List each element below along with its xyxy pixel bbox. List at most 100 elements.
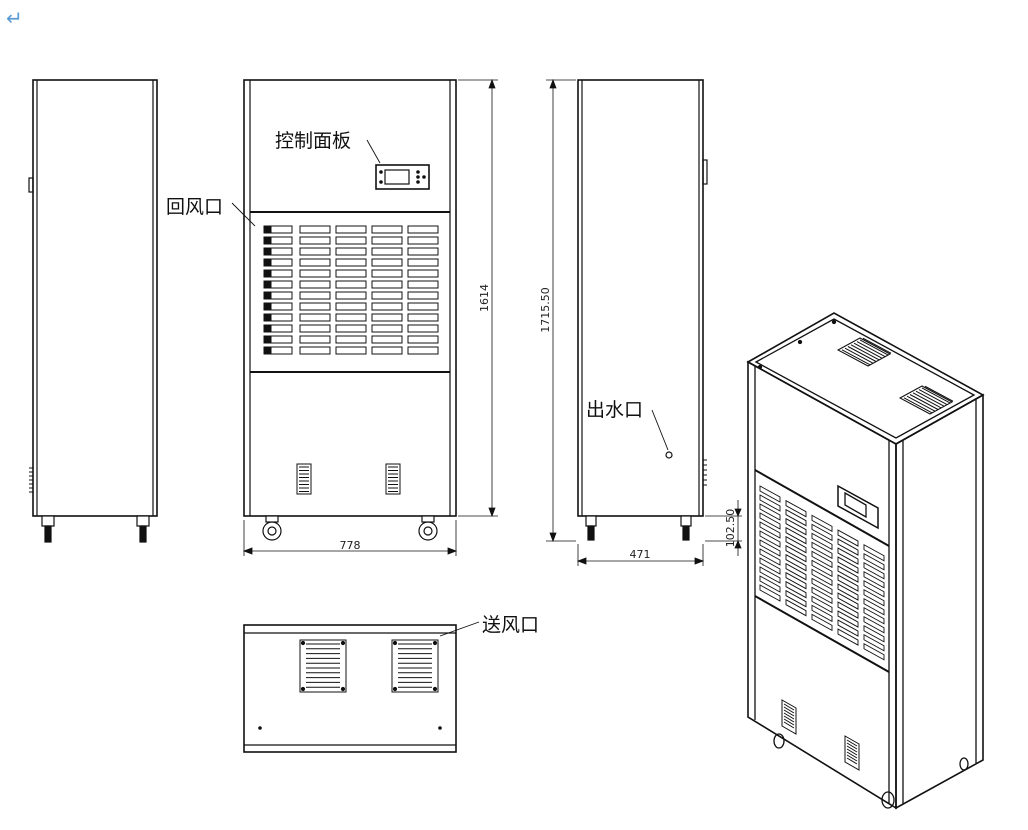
grille-louvre (407, 291, 439, 300)
iso-louvre (863, 552, 885, 571)
grille-louvre (407, 335, 439, 344)
iso-vent-slat (862, 337, 892, 354)
grille-louvre (407, 236, 439, 245)
grille-louvre (263, 236, 293, 245)
iso-louvre (863, 561, 885, 580)
grille-louvre (371, 324, 403, 333)
iso-louvre (837, 601, 859, 619)
top-supply-air-vents (299, 639, 439, 693)
front-control-panel (375, 164, 430, 190)
iso-vent-slat (856, 341, 886, 357)
iso-vent-slot (846, 754, 858, 762)
isometric-view (746, 312, 985, 810)
vent-screw (392, 640, 398, 646)
front-width-value: 778 (340, 539, 361, 552)
grille-louvre (263, 346, 293, 355)
iso-vent-slat (915, 390, 945, 407)
iso-louvre (837, 610, 859, 628)
grille-louvre-tab (264, 335, 272, 344)
paragraph-return-icon: ↵ (6, 6, 23, 30)
grille-louvre (263, 324, 293, 333)
front-return-air-grille (263, 225, 439, 355)
iso-vent-slat (847, 346, 877, 362)
iso-louvre (759, 548, 781, 566)
right-side-casters (585, 515, 692, 541)
front-height-dimension (458, 78, 498, 518)
grille-louvre-tab (264, 280, 272, 289)
iso-louvre (785, 499, 807, 518)
iso-louvre (863, 633, 885, 652)
iso-louvre (785, 535, 807, 554)
drain-outlet-port (665, 451, 673, 459)
front-height-value: 1614 (478, 284, 491, 312)
iso-louvre (863, 642, 885, 661)
iso-vent-slot (783, 712, 795, 720)
grille-louvre (371, 280, 403, 289)
grille-louvre (371, 258, 403, 267)
grille-louvre (299, 225, 331, 234)
iso-louvre (837, 547, 859, 565)
iso-louvre (863, 615, 885, 634)
iso-lower-vents (781, 699, 860, 771)
vent-screw (392, 686, 398, 692)
side-height-value: 1715.50 (539, 287, 552, 333)
supply-air-label: 送风口 (482, 614, 540, 636)
iso-louvre (863, 606, 885, 625)
side-depth-value: 471 (630, 548, 651, 561)
base-height-dimension (705, 500, 742, 556)
iso-vent-slat (909, 394, 939, 410)
iso-return-air-grille (759, 485, 885, 661)
grille-louvre (335, 302, 367, 311)
iso-vent-slot (846, 739, 858, 747)
grille-louvre (299, 291, 331, 300)
grille-louvre (299, 280, 331, 289)
left-side-view (28, 79, 158, 543)
grille-louvre (263, 247, 293, 256)
vent-screw (340, 686, 346, 692)
vent-frame (391, 639, 439, 693)
grille-louvre (407, 247, 439, 256)
grille-louvre (263, 335, 293, 344)
grille-louvre-tab (264, 302, 272, 311)
iso-louvre (759, 521, 781, 539)
iso-louvre (811, 595, 833, 614)
iso-louvre (837, 583, 859, 601)
supply-air-leader (439, 621, 480, 637)
iso-vent-slot (846, 751, 858, 759)
iso-louvre (811, 532, 833, 551)
return-air-label: 回风口 (166, 196, 224, 218)
iso-vent-frame (898, 385, 954, 415)
iso-louvre (811, 586, 833, 605)
grille-louvre (299, 258, 331, 267)
iso-louvre (863, 624, 885, 643)
grille-louvre-tab (264, 269, 272, 278)
grille-louvre (371, 335, 403, 344)
iso-louvre (863, 579, 885, 598)
iso-vent-slot (783, 715, 795, 723)
iso-louvre (785, 508, 807, 527)
iso-louvre (785, 580, 807, 599)
grille-louvre (299, 313, 331, 322)
iso-louvre (863, 570, 885, 589)
iso-louvre (785, 553, 807, 572)
iso-louvre (759, 584, 781, 602)
iso-louvre (759, 503, 781, 521)
grille-louvre (371, 269, 403, 278)
grille-louvre (335, 236, 367, 245)
base-height-value: 102.50 (724, 509, 737, 548)
front-lower-vents (296, 463, 401, 495)
iso-louvre (759, 575, 781, 593)
iso-louvre (811, 559, 833, 578)
iso-louvre (759, 494, 781, 512)
grille-louvre (335, 324, 367, 333)
grille-louvre (371, 313, 403, 322)
grille-louvre-tab (264, 313, 272, 322)
front-casters (262, 515, 438, 541)
control-panel-label: 控制面板 (275, 130, 352, 152)
left-side-vent-slots (29, 467, 33, 493)
grille-louvre (299, 236, 331, 245)
iso-louvre (811, 541, 833, 560)
grille-louvre (335, 269, 367, 278)
